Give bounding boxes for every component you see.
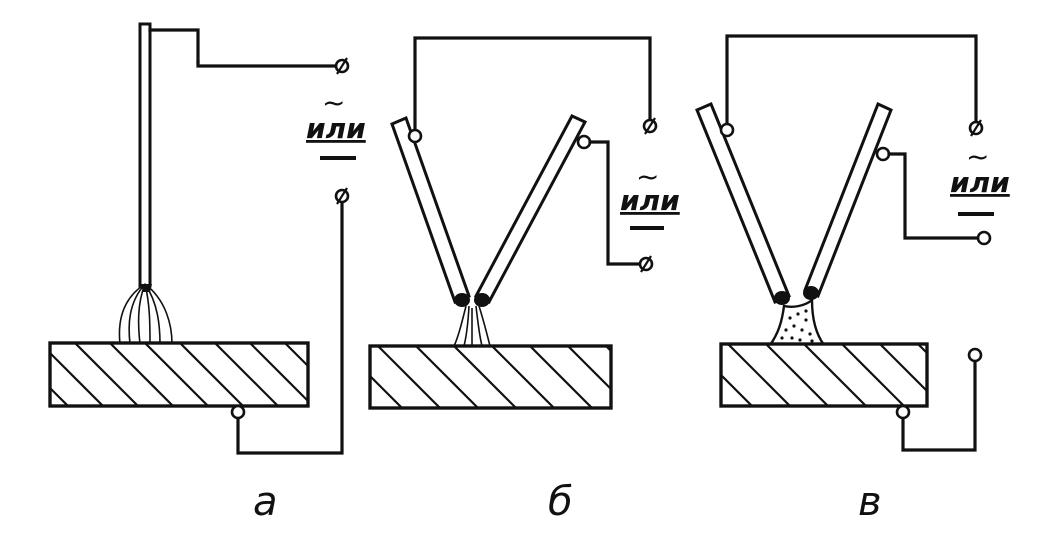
upper-terminal (334, 57, 350, 75)
electrode (138, 22, 152, 288)
current-type-label: или (620, 184, 680, 217)
left-electrode-terminal (407, 128, 423, 144)
molten-pool (767, 297, 827, 347)
ground-wire (901, 358, 977, 452)
workpiece-plate (48, 341, 310, 408)
ac-symbol: ~ (322, 86, 345, 119)
welding-arc (118, 283, 173, 345)
lower-terminal (334, 187, 350, 205)
right-electrode (473, 114, 588, 307)
ac-symbol: ~ (966, 140, 989, 173)
plate-terminal (895, 404, 911, 420)
right-electrode-terminal (576, 134, 592, 150)
panel-b: ~ или б (368, 36, 680, 525)
supply-wire (413, 36, 652, 134)
current-type-label: или (306, 112, 366, 145)
left-electrode-terminal (719, 122, 735, 138)
panel-caption: а (253, 479, 278, 525)
second-supply-wire (887, 152, 980, 240)
welding-arc (453, 305, 491, 347)
right-electrode-terminal (875, 146, 891, 162)
workpiece-plate (719, 342, 929, 408)
second-supply-wire (588, 140, 642, 266)
upper-terminal (968, 119, 984, 137)
ground-wire (236, 194, 344, 455)
panel-a: ~ или а (48, 22, 366, 525)
workpiece-plate (368, 344, 613, 410)
supply-wire (196, 60, 342, 68)
current-type-label: или (950, 166, 1010, 199)
supply-wire (725, 34, 978, 128)
left-electrode (390, 115, 471, 307)
panel-caption: б (548, 479, 573, 525)
ac-symbol: ~ (636, 160, 659, 193)
left-electrode (695, 102, 791, 305)
right-electrode (803, 101, 893, 300)
electrode-holder (148, 28, 200, 64)
upper-terminal (642, 117, 658, 135)
panel-caption: в (858, 479, 882, 525)
open-terminal (967, 347, 983, 363)
panel-v: ~ или в (695, 34, 1010, 525)
lower-terminal (638, 255, 654, 273)
lower-terminal (976, 230, 992, 246)
plate-terminal (230, 404, 246, 420)
